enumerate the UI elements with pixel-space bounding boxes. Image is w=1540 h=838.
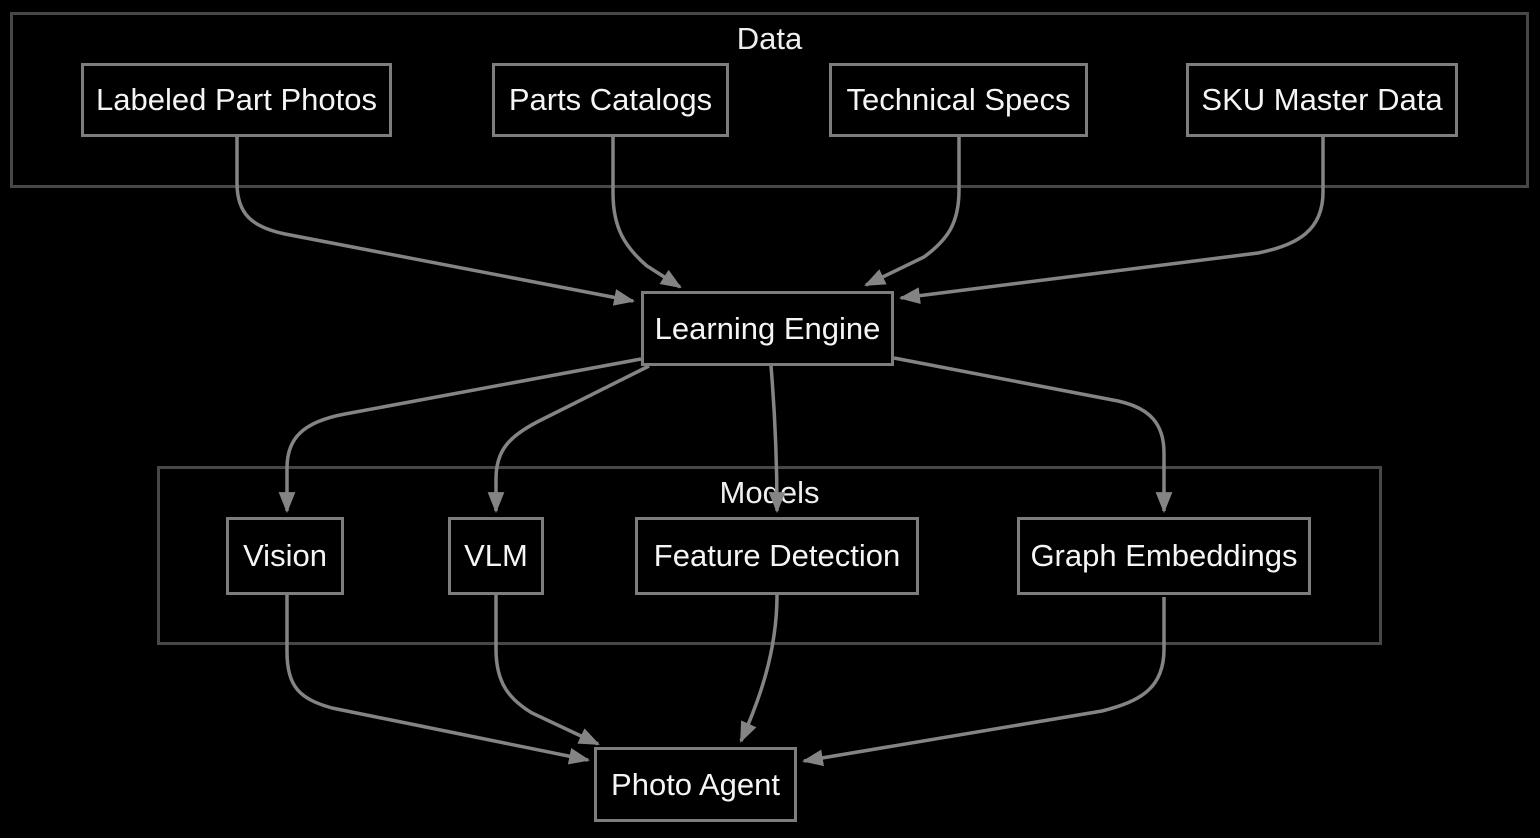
edge-learning-engine-to-feature-detection	[768, 365, 786, 514]
node-learning-engine: Learning Engine	[641, 291, 894, 366]
node-vision: Vision	[226, 517, 344, 595]
node-sku-master-data: SKU Master Data	[1186, 63, 1458, 137]
edge-sku-master-data-to-learning-engine	[898, 137, 1325, 304]
edge-vision-to-photo-agent	[285, 595, 591, 765]
edge-feature-detection-to-photo-agent	[739, 594, 779, 743]
edge-learning-engine-to-graph-embeddings	[893, 356, 1173, 514]
cluster-models: Models	[157, 466, 1382, 645]
node-parts-catalogs: Parts Catalogs	[492, 63, 729, 137]
edge-learning-engine-to-vision	[278, 357, 642, 514]
node-technical-specs: Technical Specs	[829, 63, 1088, 137]
node-vlm: VLM	[448, 517, 544, 595]
node-labeled-part-photos: Labeled Part Photos	[81, 63, 392, 137]
edge-technical-specs-to-learning-engine	[864, 137, 961, 287]
edge-learning-engine-to-vlm	[487, 364, 650, 514]
edge-vlm-to-photo-agent	[494, 595, 600, 746]
edge-parts-catalogs-to-learning-engine	[611, 137, 682, 289]
node-feature-detection: Feature Detection	[635, 517, 919, 595]
cluster-data: Data	[10, 12, 1529, 188]
edge-graph-embeddings-to-photo-agent	[801, 597, 1166, 767]
edge-labeled-part-photos-to-learning-engine	[235, 137, 636, 306]
node-photo-agent: Photo Agent	[594, 747, 797, 822]
cluster-data-label: Data	[736, 21, 803, 56]
node-graph-embeddings: Graph Embeddings	[1017, 517, 1311, 595]
